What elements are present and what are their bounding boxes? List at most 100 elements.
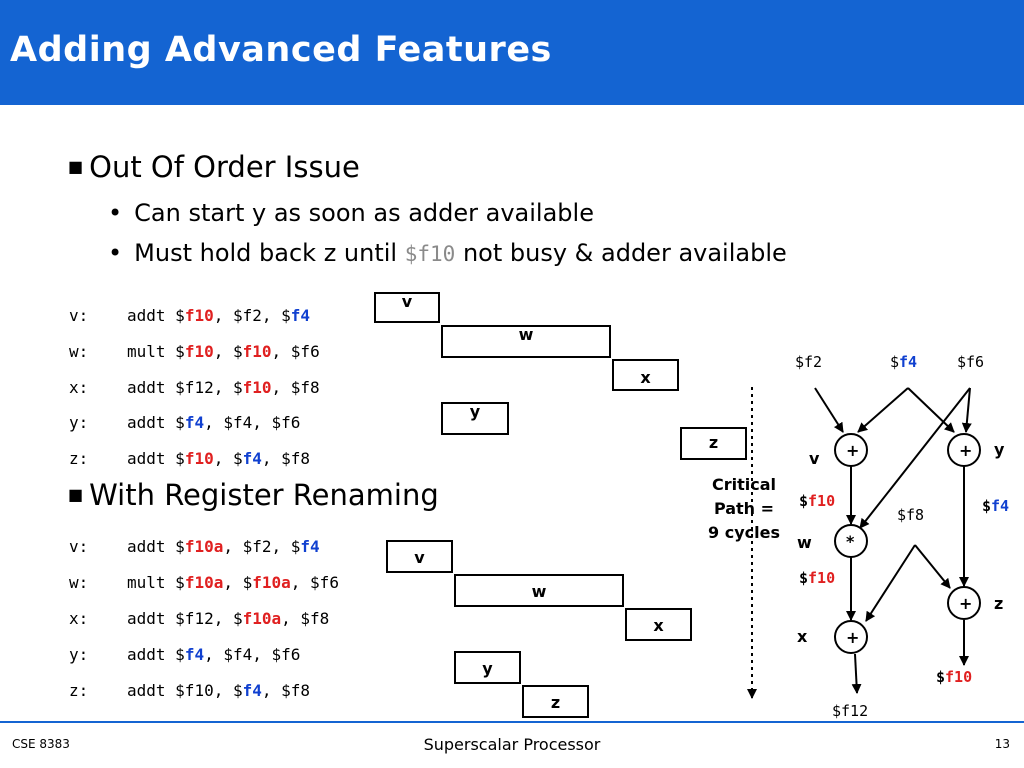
register-highlight: f10a: [252, 573, 291, 592]
node-w-op: *: [846, 532, 855, 551]
instruction-text: addt $f4, $f4, $f6: [127, 645, 300, 664]
sub-bullet-text: Can start y as soon as adder available: [134, 199, 594, 227]
instruction-text: addt $f12, $f10a, $f8: [127, 609, 329, 628]
register-highlight: f4: [300, 537, 320, 556]
operand-text: $f10, $: [175, 681, 243, 700]
sub-bullet-start-y: • Can start y as soon as adder available: [108, 199, 594, 227]
instruction-label: y:: [69, 413, 89, 432]
node-z-op: +: [959, 594, 973, 613]
dot-bullet-icon: •: [108, 239, 123, 267]
edge-f2-v: [814, 387, 844, 433]
bullet-heading: Out Of Order Issue: [89, 150, 360, 184]
timing-box-y: y: [441, 402, 509, 435]
node-v-op: +: [846, 441, 860, 460]
operand-text: $: [175, 573, 185, 592]
operand-text: , $f4, $f6: [204, 645, 301, 664]
instruction-label: x:: [69, 378, 89, 397]
input-f6: $f6: [957, 353, 985, 371]
edge-f8-x: [865, 544, 916, 622]
edge-label-y-out: $f4: [982, 497, 1010, 515]
opcode: addt: [127, 378, 166, 397]
edge-f8-z: [914, 544, 951, 589]
timing-box-v: v: [386, 540, 453, 573]
timing-box-w: w: [441, 325, 611, 358]
operand-text: , $f6: [290, 573, 339, 592]
instruction-text: mult $f10, $f10, $f6: [127, 342, 320, 361]
register-highlight: f4: [184, 645, 205, 664]
register-highlight: f10a: [242, 609, 282, 628]
opcode: addt: [127, 681, 166, 700]
edge-label-x-out: $f12: [832, 702, 869, 720]
timing-box-z: z: [522, 685, 589, 718]
opcode: addt: [127, 449, 166, 468]
node-w-label: w: [797, 533, 812, 552]
instruction-text: mult $f10a, $f10a, $f6: [127, 573, 339, 592]
register-highlight: f10: [242, 378, 272, 397]
input-f4: $f4: [890, 353, 918, 371]
operand-text: , $f8: [261, 681, 311, 700]
operand-text: , $f2, $: [223, 537, 301, 556]
node-v-label: v: [809, 449, 820, 468]
register-highlight: f10: [184, 342, 214, 361]
timing-box-w: w: [454, 574, 624, 607]
instruction-text: addt $f4, $f4, $f6: [127, 413, 300, 432]
operand-text: , $f4, $f6: [204, 413, 301, 432]
input-f2: $f2: [795, 353, 823, 371]
footer-course: CSE 8383: [12, 737, 70, 751]
timing-box-x: x: [612, 359, 679, 391]
instruction-text: addt $f10, $f2, $f4: [127, 306, 310, 325]
node-v: [834, 433, 868, 467]
footer-divider: [0, 721, 1024, 723]
instruction-label: x:: [69, 609, 89, 628]
register-highlight: f4: [184, 413, 205, 432]
instruction-label: w:: [69, 573, 89, 592]
operand-text: $: [175, 413, 185, 432]
node-x: [834, 620, 868, 654]
register-highlight: f10a: [184, 537, 224, 556]
instruction-label: v:: [69, 306, 89, 325]
sub-bullet-hold-z: •Must hold back z until $f10 not busy & …: [108, 239, 787, 267]
instruction-label: v:: [69, 537, 89, 556]
node-z: [947, 586, 981, 620]
operand-text: $: [175, 537, 185, 556]
operand-text: $: [175, 306, 185, 325]
register-highlight: f4: [290, 306, 311, 325]
edge-f4-y: [907, 387, 955, 433]
node-y: [947, 433, 981, 467]
instruction-text: addt $f10a, $f2, $f4: [127, 537, 320, 556]
bullet-out-of-order: ■Out Of Order Issue: [68, 150, 360, 184]
timing-box-y: y: [454, 651, 521, 684]
sub-bullet-text: not busy & adder available: [455, 239, 787, 267]
bullet-heading: With Register Renaming: [89, 478, 439, 512]
critical-path-label: Critical Path = 9 cycles: [708, 475, 780, 542]
operand-text: , $: [223, 573, 253, 592]
instruction-label: y:: [69, 645, 89, 664]
operand-text: , $: [213, 342, 243, 361]
footer-title: Superscalar Processor: [423, 735, 601, 754]
node-z-label: z: [994, 594, 1004, 613]
instruction-label: z:: [69, 681, 89, 700]
edge-f6-y: [961, 387, 972, 433]
node-x-label: x: [797, 627, 808, 646]
timing-box-z: z: [680, 427, 747, 460]
opcode: addt: [127, 537, 166, 556]
sub-bullet-text: Must hold back z until: [134, 239, 405, 267]
node-x-op: +: [846, 628, 860, 647]
operand-text: , $f6: [271, 342, 320, 361]
edge-label-w-out: $f10: [799, 569, 836, 587]
operand-text: $: [175, 645, 185, 664]
dot-bullet-icon: •: [108, 199, 123, 227]
operand-text: $: [175, 342, 185, 361]
instruction-text: addt $f10, $f4, $f8: [127, 449, 310, 468]
instruction-label: z:: [69, 449, 89, 468]
timing-box-v: v: [374, 292, 440, 323]
edge-label-z-out: $f10: [936, 668, 973, 686]
edge-f6-w: [859, 387, 971, 529]
register-highlight: f10: [184, 306, 214, 325]
operand-text: $: [175, 449, 185, 468]
node-y-op: +: [959, 441, 973, 460]
square-bullet-icon: ■: [68, 156, 84, 176]
operand-text: $f12, $: [175, 378, 243, 397]
register-highlight: f4: [242, 449, 262, 468]
